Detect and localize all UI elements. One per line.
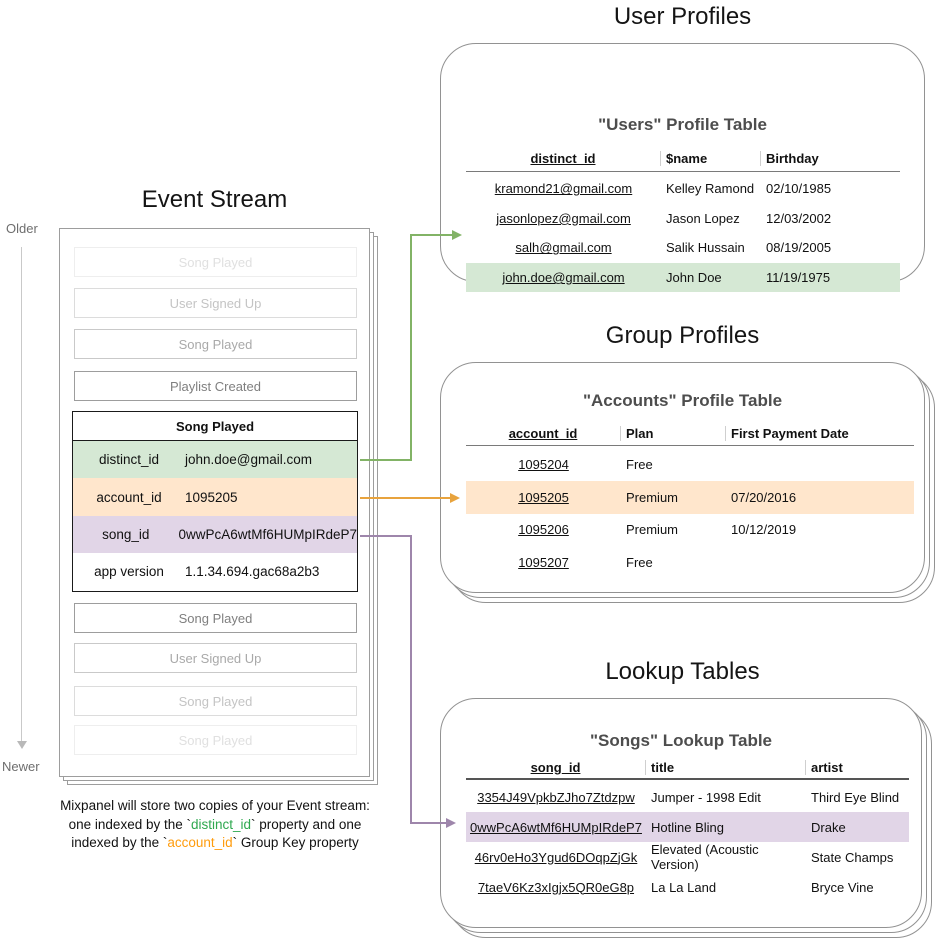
event-box: User Signed Up: [74, 288, 357, 318]
lookup-tables-title: Lookup Tables: [605, 658, 760, 685]
event-box: User Signed Up: [74, 643, 357, 673]
event-stream-container: Song Played User Signed Up Song Played P…: [59, 228, 370, 777]
property-value: 1.1.34.694.gac68a2b3: [185, 564, 320, 580]
user-profiles-title: User Profiles: [613, 3, 752, 30]
table-row: 1095206 Premium 10/12/2019: [518, 522, 797, 538]
event-property-row: song_id 0wwPcA6wtMf6HUMpIRdeP7: [73, 515, 357, 554]
caption: Mixpanel will store two copies of your E…: [15, 797, 415, 853]
property-key: song_id: [102, 526, 150, 542]
event-box: Playlist Created: [74, 371, 357, 401]
song-id-connector: [410, 535, 412, 824]
table-row-highlighted: 0wwPcA6wtMf6HUMpIRdeP7 Hotline Bling Dra…: [466, 812, 909, 842]
table-row: kramond21@gmail.com Kelley Ramond 02/10/…: [494, 181, 832, 197]
table-row: 1095207 Free: [518, 555, 653, 571]
users-table: distinct_id $name Birthday kramond21@gma…: [466, 145, 900, 293]
accounts-table-title: "Accounts" Profile Table: [582, 391, 783, 410]
event-box: Song Played: [74, 686, 357, 716]
newer-label: Newer: [2, 759, 40, 774]
account-id-connector: [360, 497, 452, 499]
property-key: app version: [94, 564, 164, 580]
users-table-header: distinct_id $name Birthday: [466, 145, 900, 171]
header-separator: [466, 171, 900, 172]
event-property-row: account_id 1095205: [73, 478, 357, 516]
table-row-highlighted: john.doe@gmail.com John Doe 11/19/1975: [466, 262, 900, 293]
songs-table-title: "Songs" Lookup Table: [589, 731, 773, 750]
caption-line-2: one indexed by the `distinct_id` propert…: [68, 816, 362, 832]
table-row-highlighted: 1095205 Premium 07/20/2016: [466, 480, 914, 514]
older-label: Older: [6, 221, 38, 236]
event-box: Song Played: [74, 247, 357, 277]
accounts-profile-card: "Accounts" Profile Table account_id Plan…: [440, 362, 925, 593]
event-box: Song Played: [74, 725, 357, 755]
users-profile-card: "Users" Profile Table distinct_id $name …: [440, 43, 925, 293]
table-row: 46rv0eHo3Ygud6DOqpZjGk Elevated (Acousti…: [474, 842, 894, 872]
account-id-arrow-icon: [450, 493, 460, 503]
distinct-id-code: distinct_id: [190, 816, 252, 832]
songs-table-header: song_id title artist: [466, 756, 909, 778]
distinct-id-connector: [412, 234, 454, 236]
users-table-title: "Users" Profile Table: [598, 115, 767, 134]
timeline-line: [21, 247, 22, 741]
table-row: 1095204 Free: [518, 456, 653, 472]
property-value: 0wwPcA6wtMf6HUMpIRdeP7: [178, 526, 357, 542]
song-id-arrow-icon: [446, 818, 456, 828]
header-separator: [466, 445, 914, 446]
group-profiles-title: Group Profiles: [605, 322, 760, 349]
event-box: Song Played: [74, 329, 357, 359]
property-value: john.doe@gmail.com: [185, 452, 313, 468]
songs-table: song_id title artist 3354J49VpkbZJho7Ztd…: [466, 756, 909, 902]
event-box: Song Played: [74, 603, 357, 633]
caption-line-1: Mixpanel will store two copies of your E…: [60, 798, 370, 813]
account-id-code: account_id: [167, 835, 233, 850]
property-key: distinct_id: [98, 452, 160, 468]
active-event-title: Song Played: [72, 411, 358, 441]
event-property-row: distinct_id john.doe@gmail.com: [73, 441, 357, 479]
distinct-id-arrow-icon: [452, 230, 462, 240]
event-stream-title: Event Stream: [141, 186, 288, 213]
song-id-connector: [360, 535, 412, 537]
active-event-table: Song Played distinct_id john.doe@gmail.c…: [72, 411, 358, 592]
table-row: 7taeV6Kz3xIgjx5QR0eG8p La La Land Bryce …: [477, 879, 874, 895]
table-row: 3354J49VpkbZJho7Ztdzpw Jumper - 1998 Edi…: [477, 789, 900, 805]
distinct-id-connector: [410, 234, 412, 461]
table-row: salh@gmail.com Salik Hussain 08/19/2005: [515, 240, 832, 256]
accounts-table: account_id Plan First Payment Date 10952…: [466, 421, 914, 579]
property-value: 1095205: [185, 489, 238, 505]
distinct-id-connector: [360, 459, 412, 461]
songs-lookup-card: "Songs" Lookup Table song_id title artis…: [440, 698, 922, 928]
event-property-row: app version 1.1.34.694.gac68a2b3: [73, 553, 357, 590]
property-key: account_id: [96, 489, 162, 505]
caption-line-3: indexed by the `account_id` Group Key pr…: [71, 835, 359, 850]
song-id-connector: [410, 822, 448, 824]
table-row: jasonlopez@gmail.com Jason Lopez 12/03/2…: [496, 210, 832, 226]
timeline-arrow-down-icon: [17, 741, 27, 749]
accounts-table-header: account_id Plan First Payment Date: [466, 421, 914, 445]
header-separator: [466, 778, 909, 780]
